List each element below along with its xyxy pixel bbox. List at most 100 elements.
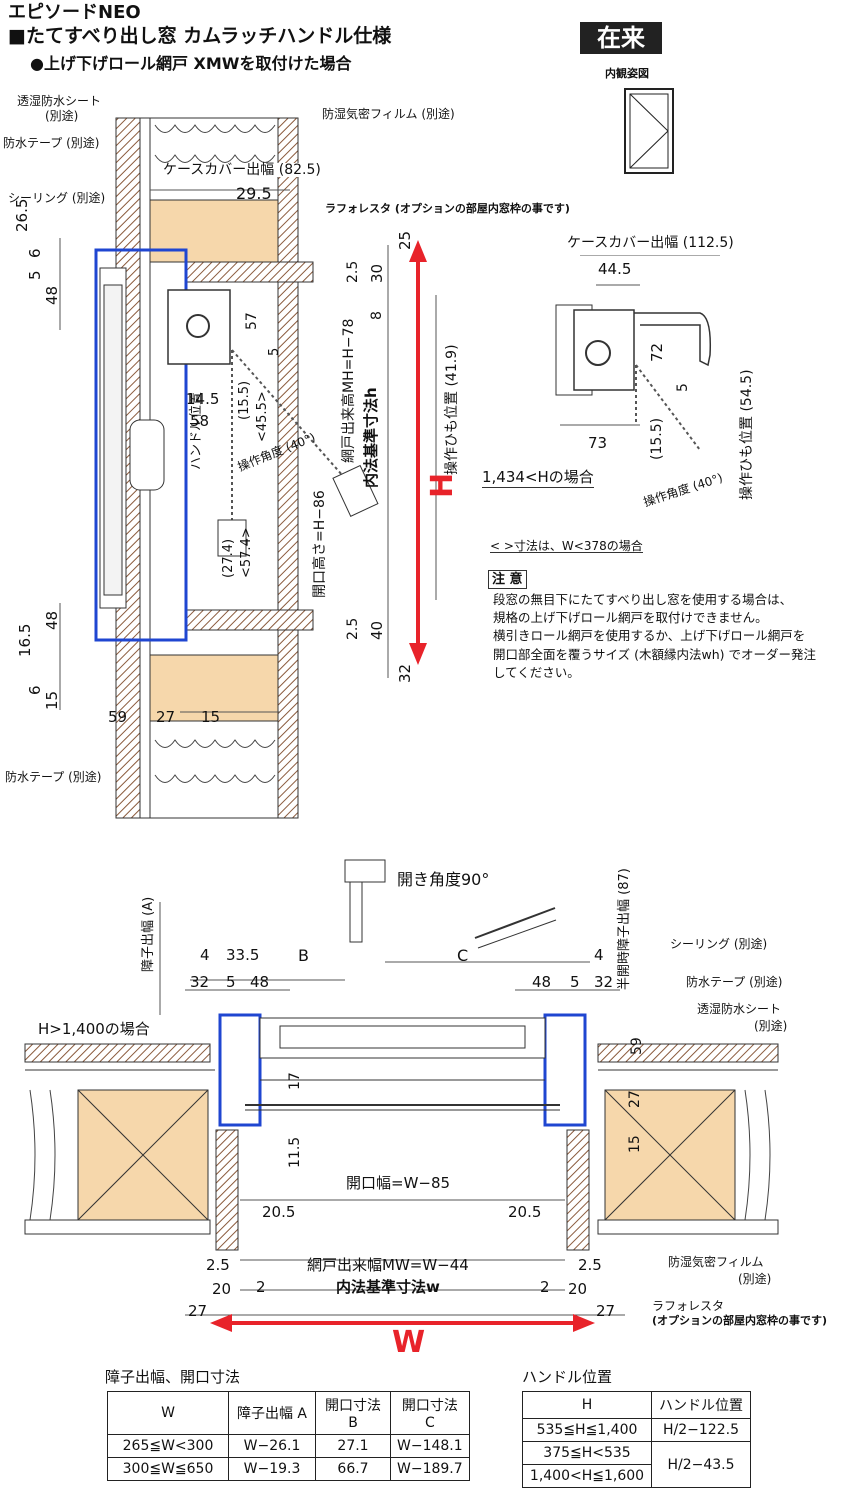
dim-57-4: <57.4>: [239, 527, 254, 578]
table-row: W 障子出幅 A 開口寸法 B 開口寸法 C: [107, 1391, 470, 1435]
plan-dim-48: 48: [250, 973, 270, 991]
label-laforesta: ラフォレスタ (オプションの部屋内窓枠の事です): [325, 202, 570, 215]
table-row: H ハンドル位置: [522, 1391, 751, 1419]
label-inner-height: 内法基準寸法h: [362, 387, 380, 488]
plan-label-vapor-film: 防湿気密フィルム: [668, 1255, 764, 1269]
label-sash-width-a: 障子出幅 (A): [141, 896, 156, 972]
label-big-w: W: [392, 1325, 426, 1360]
plan-dim-11-5: 11.5: [287, 1136, 303, 1168]
table-row: 300≦W≦650 W−19.3 66.7 W−189.7: [107, 1457, 470, 1481]
table-cell: W−148.1: [390, 1434, 470, 1458]
detail-drawing: [555, 255, 720, 451]
dim-30: 30: [368, 263, 386, 283]
table-header: 開口寸法 C: [390, 1391, 470, 1435]
table-row: 1,400<H≦1,600: [522, 1464, 751, 1488]
label-c: C: [457, 946, 469, 965]
label-case-cover: ケースカバー出幅 (82.5): [163, 162, 321, 178]
detail-dim-15-5: (15.5): [649, 417, 665, 460]
detail-dim-72: 72: [648, 342, 666, 362]
label-sealing: シーリング (別途): [8, 191, 106, 205]
plan-dim-20-5b: 20.5: [508, 1203, 542, 1221]
table-cell: H/2−122.5: [651, 1418, 751, 1442]
table-cell: W−26.1: [228, 1434, 316, 1458]
plan-dim-2-5b: 2.5: [578, 1256, 602, 1274]
label-breather-note: (別途): [45, 109, 79, 123]
plan-dim-32: 32: [190, 973, 210, 991]
label-half-open: 半開時障子出幅 (87): [617, 868, 632, 990]
detail-dim-5: 5: [675, 383, 691, 392]
dim-2-5b: 2.5: [345, 617, 361, 640]
view-label: 内観姿図: [605, 67, 649, 80]
plan-label-vapor-note: (別途): [738, 1272, 772, 1286]
page-subtitle: ●上げ下げロール網戸 XMWを取付けた場合: [30, 54, 352, 73]
label-opening-width: 開口幅=W−85: [346, 1174, 451, 1192]
sash-table-title: 障子出幅、開口寸法: [105, 1368, 241, 1386]
plan-label-breather-sheet: 透湿防水シート: [697, 1002, 782, 1016]
detail-case-cover: ケースカバー出幅 (112.5): [567, 235, 734, 251]
plan-dim-27: 27: [627, 1090, 643, 1108]
plan-label-h-case: H>1,400の場合: [38, 1020, 150, 1038]
dim-14-5: 14.5: [186, 390, 220, 408]
caution-line-2: 規格の上げ下げロール網戸を取付けできません。: [493, 610, 768, 625]
plan-dim-2: 2: [256, 1278, 266, 1296]
caution-label: 注 意: [488, 570, 527, 589]
table-header: 開口寸法 B: [315, 1391, 391, 1435]
plan-dim-27b: 27: [188, 1302, 208, 1320]
label-waterproof-tape-bottom: 防水テープ (別途): [5, 770, 102, 784]
dim-48: 48: [43, 285, 61, 305]
table-header: ハンドル位置: [651, 1391, 751, 1419]
label-b: B: [298, 946, 309, 965]
badge-zairai: 在来: [580, 22, 662, 54]
plan-dim-59: 59: [629, 1037, 645, 1055]
caution-line-5: してください。: [493, 665, 580, 680]
dim-45-5: <45.5>: [255, 391, 270, 442]
caution-line-4: 開口部全面を覆うサイズ (木額縁内法wh) でオーダー発注: [493, 647, 816, 662]
dim-48b: 48: [43, 610, 61, 630]
dim-15-5: (15.5): [237, 380, 252, 420]
plan-dim-32b: 32: [594, 973, 614, 991]
dim-8: 8: [369, 311, 385, 320]
table-header: 障子出幅 A: [228, 1391, 316, 1435]
table-cell: W−19.3: [228, 1457, 316, 1481]
table-header: H: [522, 1391, 652, 1419]
caution-line-3: 横引きロール網戸を使用するか、上げ下げロール網戸を: [493, 628, 806, 643]
table-row: 265≦W<300 W−26.1 27.1 W−148.1: [107, 1434, 470, 1458]
table-cell: 66.7: [315, 1457, 391, 1481]
dim-15: 15: [43, 690, 61, 710]
plan-label-laforesta-note: (オプションの部屋内窓枠の事です): [652, 1314, 828, 1327]
table-cell: H/2−43.5: [651, 1441, 751, 1488]
dim-6: 6: [26, 248, 44, 258]
label-screen-height: 網戸出来高MH=H−78: [341, 318, 357, 463]
plan-dim-17: 17: [287, 1072, 303, 1090]
label-open-angle: 開き角度90°: [397, 870, 490, 889]
dim-5: 5: [26, 270, 44, 280]
plan-dim-20-5: 20.5: [262, 1203, 296, 1221]
dim-32: 32: [396, 663, 414, 683]
table-cell: 535≦H≦1,400: [522, 1418, 652, 1442]
sash-table: W 障子出幅 A 開口寸法 B 開口寸法 C 265≦W<300 W−26.1 …: [107, 1391, 470, 1481]
table-cell: 1,400<H≦1,600: [522, 1464, 652, 1488]
bracket-note: < >寸法は、W<378の場合: [490, 539, 643, 553]
table-row: 375≦H<535 H/2−43.5: [522, 1441, 751, 1488]
dim-6b: 6: [26, 685, 44, 695]
plan-dim-5b: 5: [570, 973, 580, 991]
table-cell: W−189.7: [390, 1457, 470, 1481]
plan-dim-20b: 20: [568, 1280, 588, 1298]
dim-2-5: 2.5: [345, 260, 361, 283]
dim-29-5: 29.5: [236, 184, 272, 203]
dim-26-5: 26.5: [13, 198, 31, 232]
label-screen-width: 網戸出来幅MW=W−44: [307, 1256, 469, 1274]
dim-58: 58: [190, 412, 210, 430]
plan-dim-20: 20: [212, 1280, 232, 1298]
detail-dim-73: 73: [588, 434, 608, 452]
series-name: エピソードNEO: [8, 2, 141, 23]
handle-table: H ハンドル位置 535≦H≦1,400 H/2−122.5 375≦H<535…: [522, 1391, 751, 1488]
plan-label-sealing: シーリング (別途): [670, 937, 768, 951]
label-cord-position: 操作ひも位置 (41.9): [444, 344, 460, 475]
dim-59: 59: [108, 708, 128, 726]
table-header: W: [107, 1391, 229, 1435]
plan-dim-48b: 48: [532, 973, 552, 991]
label-big-h: H: [425, 472, 460, 498]
handle-table-title: ハンドル位置: [522, 1368, 613, 1386]
detail-cord-position: 操作ひも位置 (54.5): [739, 369, 755, 500]
